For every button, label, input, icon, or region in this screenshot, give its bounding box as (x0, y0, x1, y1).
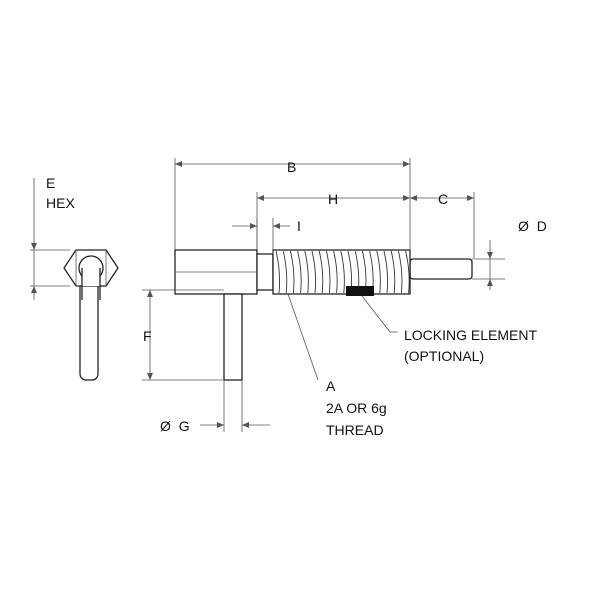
e-hex-label-line2: HEX (46, 195, 75, 211)
locking-label-line2: (OPTIONAL) (404, 348, 484, 364)
locking-label-line1: LOCKING ELEMENT (404, 327, 537, 343)
thread-crest (376, 250, 381, 294)
dim-g-text: G (179, 418, 190, 434)
thread-crest (275, 250, 281, 294)
dim-f-label: F (143, 328, 152, 344)
dimension-c (410, 192, 475, 258)
thread-crest (289, 250, 295, 294)
side-handle (223, 293, 243, 381)
dim-i-label: I (297, 218, 301, 234)
end-view (30, 178, 119, 381)
locking-leader (361, 295, 398, 333)
thread-label-line2: 2A OR 6g (326, 400, 387, 416)
plunger-tip (409, 258, 473, 280)
thread-crest (340, 250, 345, 294)
e-hex-label-line1: E (46, 175, 55, 191)
dim-g-label: Ø G (160, 418, 190, 434)
thread-label-line1: A (326, 378, 336, 394)
thread-crest (282, 250, 288, 294)
thread-crest (397, 250, 403, 294)
thread-crest (390, 250, 396, 294)
thread-crest (311, 250, 317, 294)
dimension-b (174, 158, 411, 250)
thread-crest (297, 250, 302, 294)
dim-h-label: H (328, 191, 338, 207)
dimension-g (200, 380, 270, 432)
dim-d-label: Ø D (518, 218, 547, 234)
thread-label-line3: THREAD (326, 422, 384, 438)
diameter-symbol-d: Ø (518, 218, 529, 234)
dim-b-label: B (287, 159, 296, 175)
thread-crest (383, 250, 389, 294)
thread-crest (333, 250, 338, 294)
side-view (174, 249, 473, 381)
thread-crest (304, 250, 309, 294)
dim-c-label: C (438, 191, 448, 207)
dim-d-text: D (537, 218, 547, 234)
shoulder (256, 253, 274, 291)
thread-crest (405, 250, 410, 294)
thread-crest (318, 250, 324, 294)
dimension-i (232, 218, 290, 254)
dimension-d (472, 240, 505, 290)
thread-crest (325, 250, 331, 294)
dimension-f (142, 289, 224, 381)
diameter-symbol-g: Ø (160, 418, 171, 434)
locking-element (346, 286, 374, 296)
thread-leader (287, 293, 319, 381)
